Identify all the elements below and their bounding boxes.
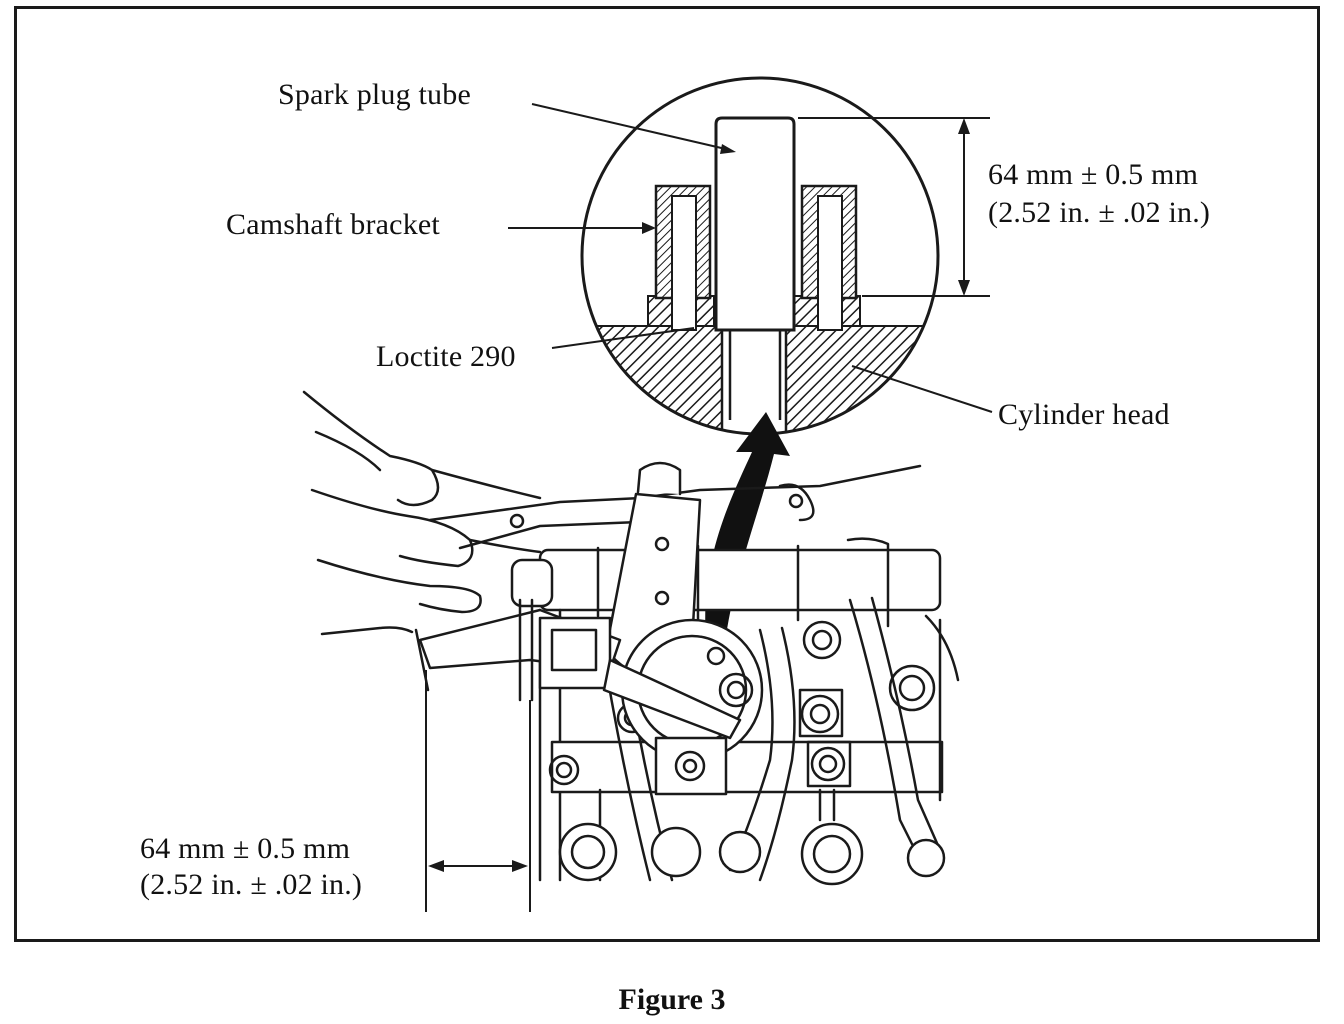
label-dimension-bottom-mm: 64 mm ± 0.5 mm (140, 832, 351, 865)
dimension-top (798, 117, 990, 297)
label-loctite: Loctite 290 (376, 340, 516, 373)
dimension-bottom (425, 670, 531, 912)
engine-head-illustration (414, 461, 960, 886)
figure-frame (14, 6, 1320, 942)
label-dimension-top-in: (2.52 in. ± .02 in.) (988, 196, 1211, 229)
detail-view (580, 76, 940, 436)
label-dimension-bottom-in: (2.52 in. ± .02 in.) (140, 868, 363, 901)
label-cylinder-head: Cylinder head (998, 398, 1170, 431)
label-dimension-top-mm: 64 mm ± 0.5 mm (988, 158, 1199, 191)
leader-lines (508, 103, 993, 413)
hand-illustration (302, 390, 542, 636)
figure-caption: Figure 3 (618, 983, 726, 1016)
label-spark-plug-tube: Spark plug tube (278, 78, 471, 111)
label-camshaft-bracket: Camshaft bracket (226, 208, 440, 241)
spark-plug-tube (714, 116, 796, 332)
